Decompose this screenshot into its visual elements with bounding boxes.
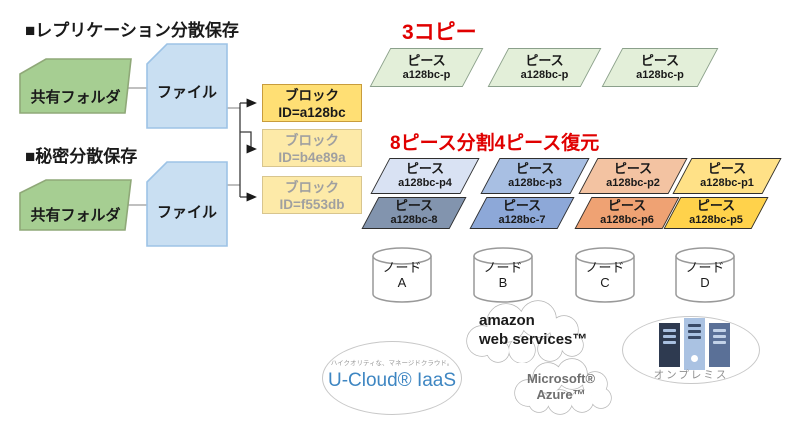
block-id: ID=a128bc bbox=[278, 105, 346, 120]
piece-title: ピース bbox=[707, 161, 747, 176]
file-label-1: ファイル bbox=[156, 84, 217, 101]
copy-piece-2: ピース a128bc-p bbox=[487, 48, 602, 87]
shared-folder-label-1: 共有フォルダ bbox=[30, 89, 121, 106]
piece-title: ピース bbox=[407, 52, 446, 68]
block-id: ID=b4e89a bbox=[278, 150, 346, 165]
node-cylinder-d: ノード D bbox=[675, 247, 735, 303]
piece-title: ピース bbox=[394, 198, 434, 213]
server-icon bbox=[684, 318, 705, 370]
split-piece-p3: ピース a128bc-p3 bbox=[480, 158, 590, 194]
node-cylinder-b: ノード B bbox=[473, 247, 533, 303]
piece-id: a128bc-p bbox=[402, 68, 451, 81]
aws-cloud-shape: amazon web services™ bbox=[452, 299, 590, 363]
piece-id: a128bc-p5 bbox=[689, 214, 743, 227]
azure-label-line1: Microsoft® bbox=[526, 371, 596, 386]
piece-id: a128bc-8 bbox=[390, 214, 438, 227]
piece-title: ピース bbox=[613, 161, 653, 176]
server-icon bbox=[659, 323, 680, 367]
piece-title: ピース bbox=[515, 161, 555, 176]
file-shape-2: ファイル bbox=[146, 161, 228, 247]
secret-section-title: ■秘密分散保存 bbox=[25, 147, 138, 166]
split-piece-p1: ピース a128bc-p1 bbox=[672, 158, 782, 194]
ucloud-tagline: ハイクオリティな、マネージドクラウド。 bbox=[330, 360, 454, 367]
piece-title: ピース bbox=[640, 52, 680, 68]
block-a128bc: ブロック ID=a128bc bbox=[262, 84, 362, 122]
server-icon bbox=[709, 323, 730, 367]
block-id: ID=f553db bbox=[279, 197, 345, 212]
node-cylinder-a: ノード A bbox=[372, 247, 432, 303]
node-label: ノード B bbox=[483, 260, 523, 290]
piece-id: a128bc-p6 bbox=[600, 214, 654, 227]
node-cylinder-c: ノード C bbox=[575, 247, 635, 303]
split-piece-p2: ピース a128bc-p2 bbox=[578, 158, 688, 194]
piece-title: ピース bbox=[405, 161, 445, 176]
piece-title: ピース bbox=[607, 198, 647, 213]
node-label: ノード A bbox=[382, 260, 422, 290]
onprem-ellipse: オンプレミス bbox=[622, 316, 760, 384]
block-title: ブロック bbox=[285, 133, 339, 148]
aws-label-line2: web services™ bbox=[479, 330, 588, 348]
shared-folder-shape-2: 共有フォルダ bbox=[18, 177, 133, 233]
node-label: ノード D bbox=[685, 260, 725, 290]
split-piece-8: ピース a128bc-8 bbox=[361, 197, 467, 229]
split-piece-p4: ピース a128bc-p4 bbox=[370, 158, 480, 194]
piece-title: ピース bbox=[502, 198, 542, 213]
split-restore-label: 8ピース分割4ピース復元 bbox=[390, 133, 600, 154]
ucloud-ellipse: ハイクオリティな、マネージドクラウド。 U-Cloud® IaaS bbox=[322, 341, 462, 415]
shared-folder-shape-1: 共有フォルダ bbox=[18, 56, 133, 116]
piece-id: a128bc-p4 bbox=[398, 177, 452, 190]
block-title: ブロック bbox=[285, 88, 339, 103]
block-title: ブロック bbox=[285, 180, 339, 195]
aws-label-line1: amazon bbox=[479, 312, 535, 329]
azure-cloud-shape: Microsoft® Azure™ bbox=[502, 357, 620, 415]
shared-folder-label-2: 共有フォルダ bbox=[30, 207, 121, 224]
block-b4e89a: ブロック ID=b4e89a bbox=[262, 129, 362, 167]
cloud-icon bbox=[514, 358, 612, 415]
split-piece-p5: ピース a128bc-p5 bbox=[663, 197, 769, 229]
azure-label-line2: Azure™ bbox=[536, 387, 586, 403]
file-shape-1: ファイル bbox=[146, 43, 228, 129]
three-copies-label: 3コピー bbox=[402, 21, 477, 44]
copy-piece-1: ピース a128bc-p bbox=[369, 48, 484, 87]
node-label: ノード C bbox=[585, 260, 625, 290]
block-f553db: ブロック ID=f553db bbox=[262, 176, 362, 214]
piece-id: a128bc-p bbox=[636, 68, 684, 81]
onprem-label: オンプレミス bbox=[653, 369, 729, 381]
copy-piece-3: ピース a128bc-p bbox=[601, 48, 719, 87]
file-label-2: ファイル bbox=[156, 204, 217, 221]
piece-id: a128bc-p bbox=[520, 68, 569, 81]
replication-section-title: ■レプリケーション分散保存 bbox=[25, 21, 239, 40]
piece-id: a128bc-p2 bbox=[606, 177, 660, 190]
ucloud-name: U-Cloud® IaaS bbox=[327, 370, 457, 391]
cloud-icon bbox=[466, 300, 584, 363]
piece-title: ピース bbox=[525, 52, 564, 68]
piece-id: a128bc-p1 bbox=[700, 177, 754, 190]
piece-title: ピース bbox=[696, 198, 736, 213]
piece-id: a128bc-p3 bbox=[508, 177, 562, 190]
piece-id: a128bc-7 bbox=[498, 214, 546, 227]
split-piece-7: ピース a128bc-7 bbox=[469, 197, 575, 229]
split-piece-p6: ピース a128bc-p6 bbox=[574, 197, 680, 229]
